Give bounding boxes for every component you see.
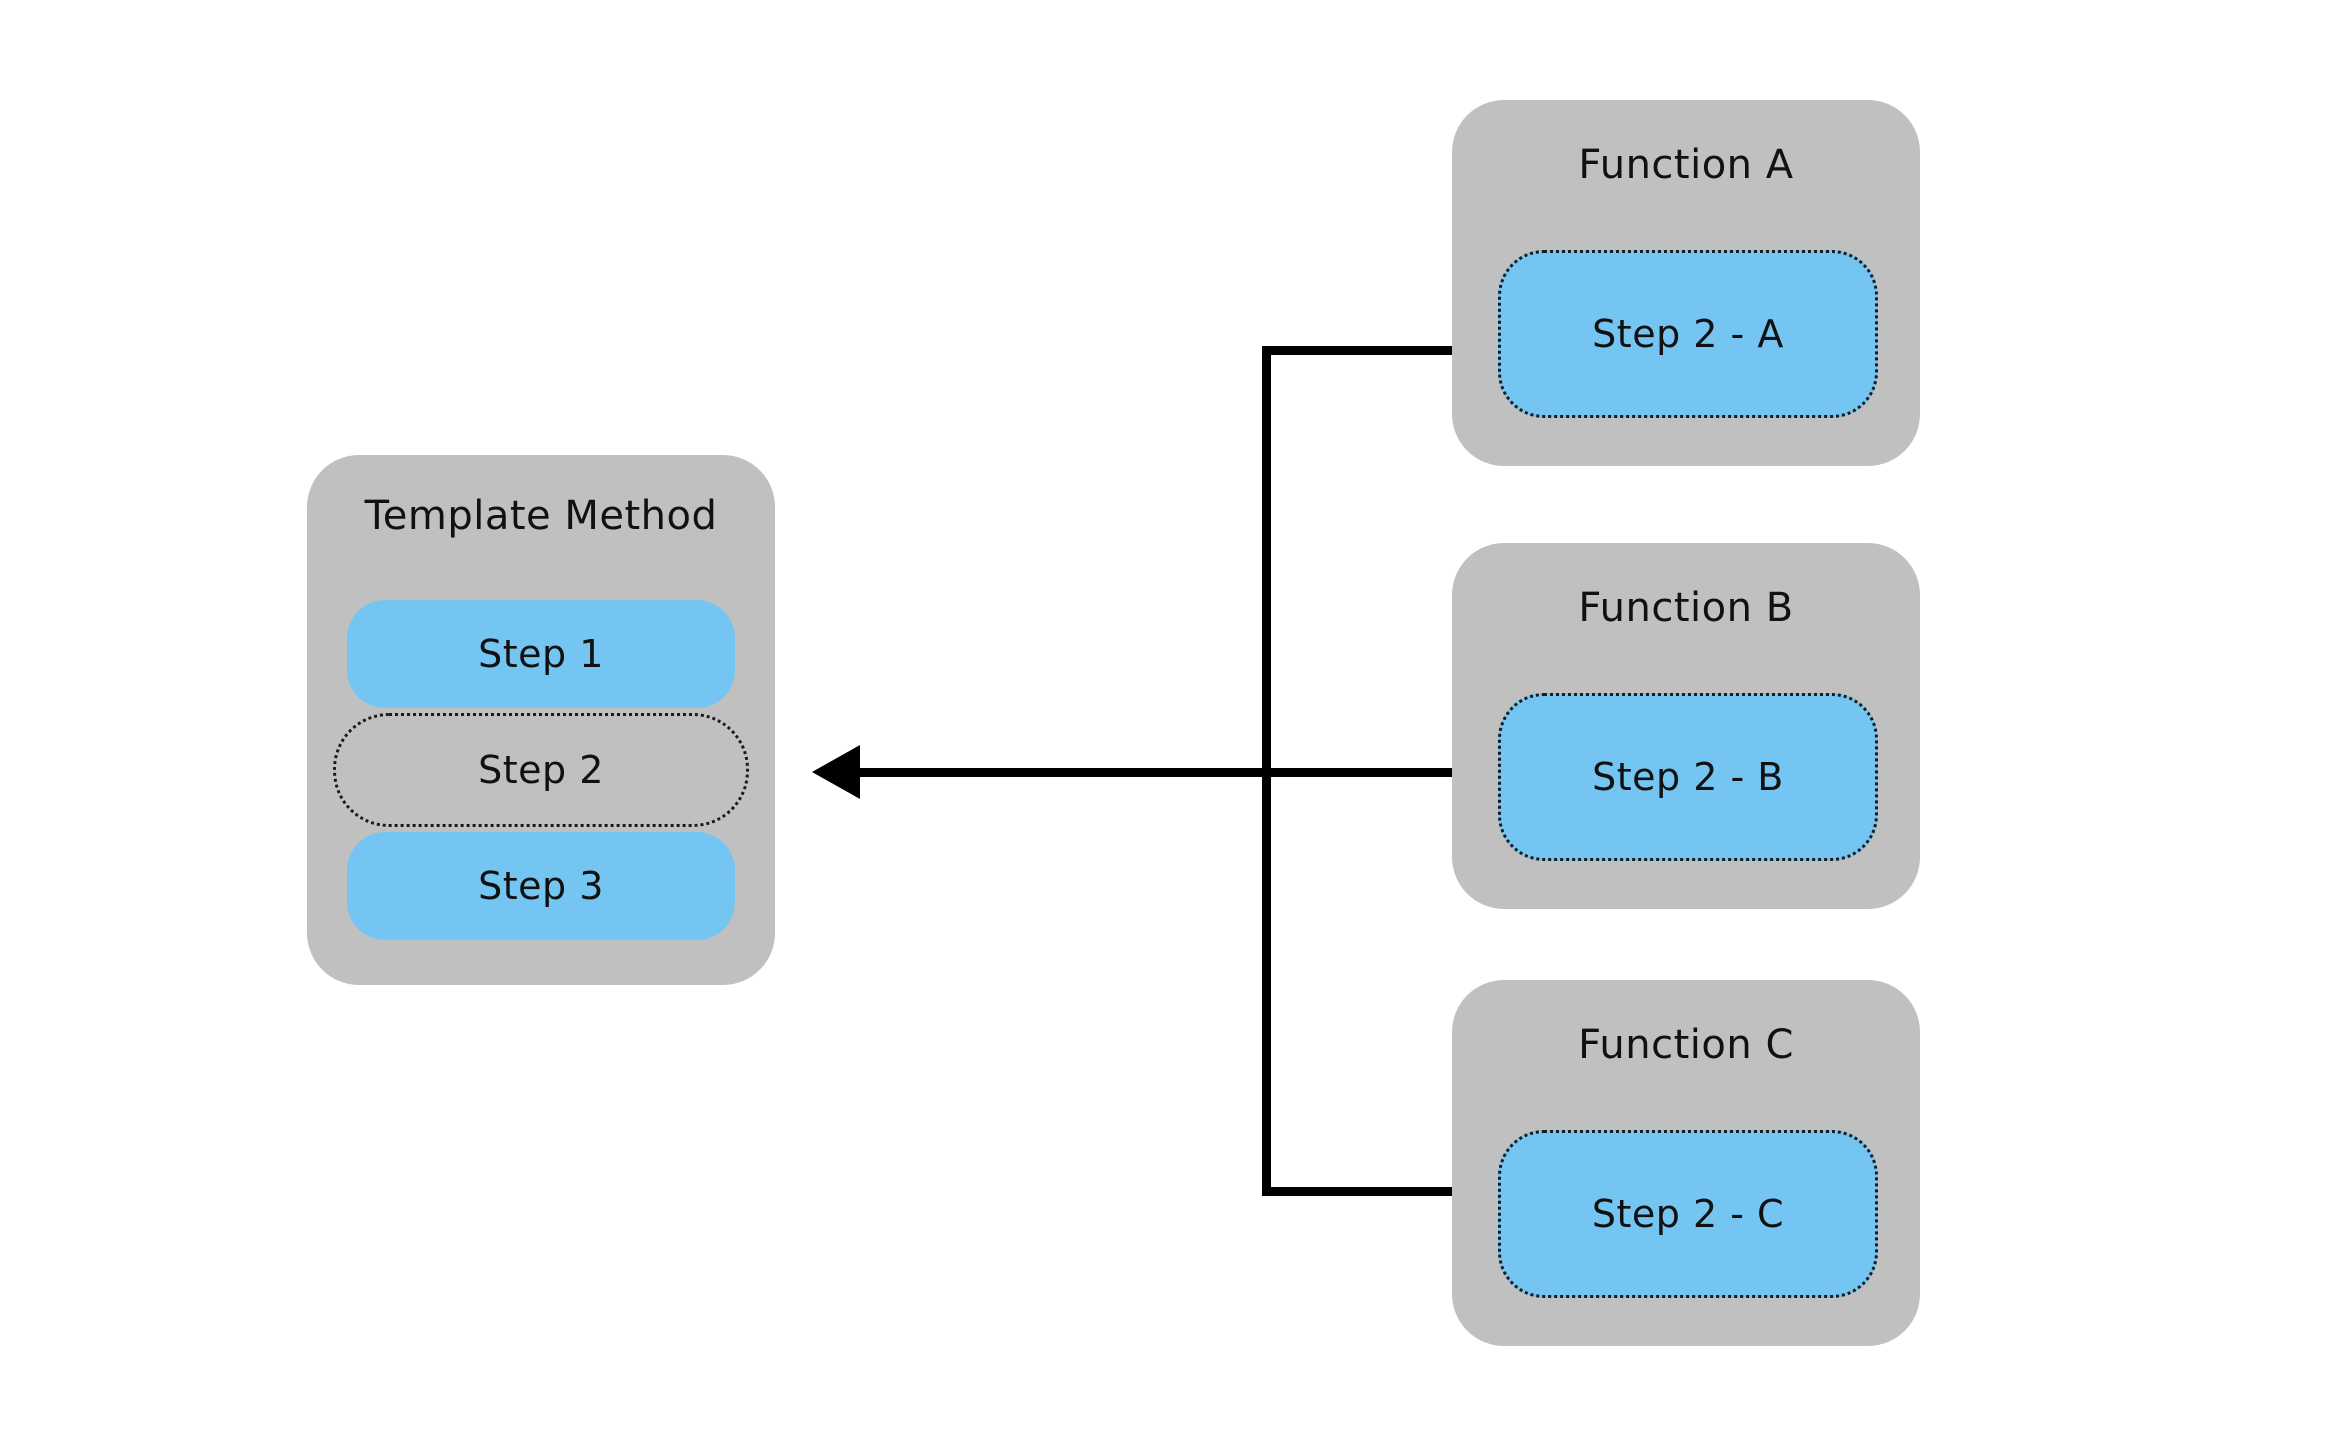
function-b-step-override[interactable]: Step 2 - B	[1498, 693, 1878, 861]
template-step-2-label: Step 2	[478, 748, 604, 792]
template-step-1[interactable]: Step 1	[347, 600, 735, 708]
template-method-card: Template Method Step 1 Step 2 Step 3	[307, 455, 775, 985]
connector-branch-top	[1262, 346, 1452, 355]
function-b-card: Function B Step 2 - B	[1452, 543, 1920, 909]
function-b-step-label: Step 2 - B	[1592, 755, 1784, 799]
function-c-title: Function C	[1578, 1022, 1794, 1068]
function-a-title: Function A	[1578, 142, 1794, 188]
template-method-title: Template Method	[364, 493, 718, 539]
template-step-2-hook[interactable]: Step 2	[333, 713, 749, 827]
function-a-card: Function A Step 2 - A	[1452, 100, 1920, 466]
function-c-step-label: Step 2 - C	[1591, 1192, 1785, 1236]
connector-arrowhead-icon	[812, 745, 860, 799]
template-step-3[interactable]: Step 3	[347, 832, 735, 940]
function-a-step-label: Step 2 - A	[1592, 312, 1784, 356]
connector-branch-bottom	[1262, 1187, 1452, 1196]
connector-branch-middle	[855, 768, 1455, 777]
template-step-1-label: Step 1	[478, 632, 604, 676]
function-c-step-override[interactable]: Step 2 - C	[1498, 1130, 1878, 1298]
function-c-card: Function C Step 2 - C	[1452, 980, 1920, 1346]
template-step-3-label: Step 3	[478, 864, 604, 908]
function-b-title: Function B	[1578, 585, 1794, 631]
function-a-step-override[interactable]: Step 2 - A	[1498, 250, 1878, 418]
